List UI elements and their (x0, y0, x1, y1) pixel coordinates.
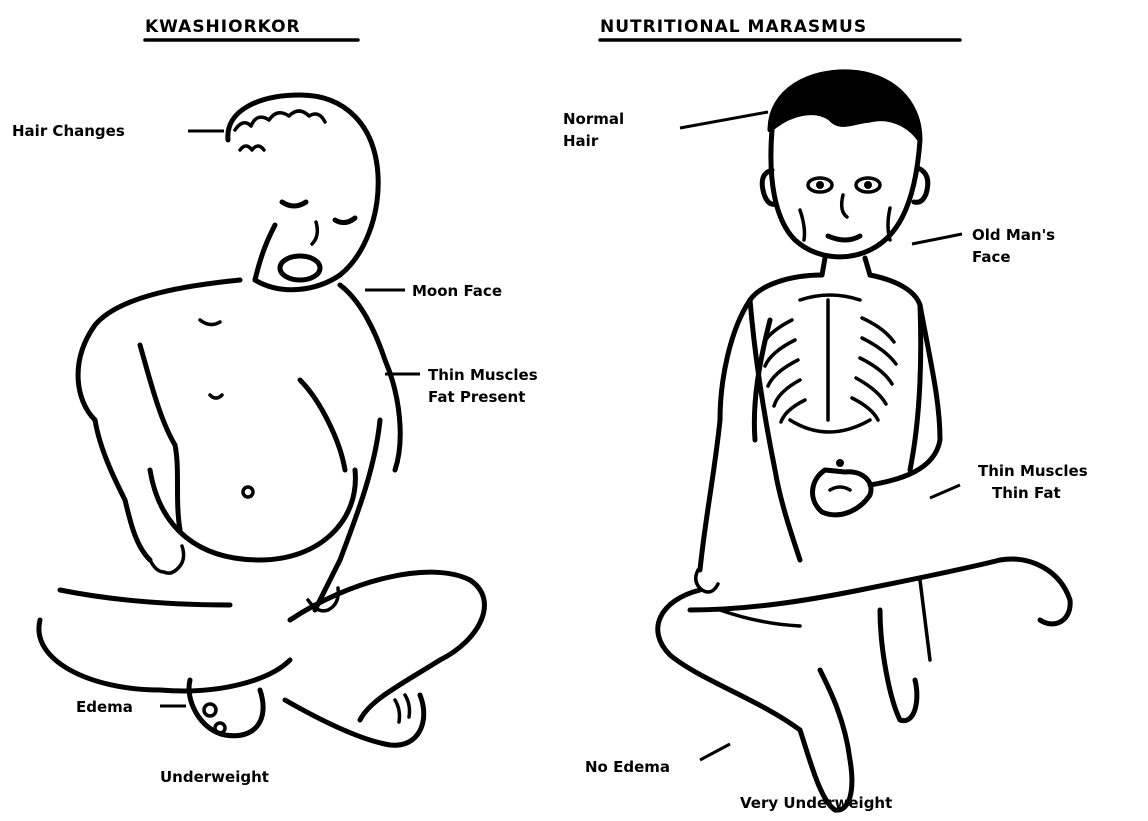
marasmus-child-figure (658, 72, 1070, 810)
normal-hair-pointer (680, 112, 768, 128)
label-face: Face (972, 248, 1011, 266)
label-hair: Hair (563, 132, 599, 150)
label-normal: Normal (563, 110, 624, 128)
old-mans-face-pointer (912, 234, 962, 244)
label-old-mans: Old Man's (972, 226, 1055, 244)
kwashiorkor-child-figure (39, 95, 485, 745)
caption-very-underweight: Very Underweight (740, 794, 892, 812)
label-fat-present: Fat Present (428, 388, 525, 406)
marasmus-panel: NUTRITIONAL MARASMUS (563, 17, 1088, 812)
no-edema-pointer (700, 744, 730, 760)
label-moon-face: Moon Face (412, 282, 502, 300)
thin-muscles-thin-fat-pointer (930, 485, 960, 498)
kwashiorkor-panel: KWASHIORKOR (12, 17, 538, 786)
label-thin-fat: Thin Fat (992, 484, 1061, 502)
marasmus-title: NUTRITIONAL MARASMUS (600, 17, 867, 37)
label-no-edema: No Edema (585, 758, 670, 776)
caption-underweight: Underweight (160, 768, 269, 786)
label-thin-muscles: Thin Muscles (978, 462, 1088, 480)
label-edema: Edema (76, 698, 133, 716)
label-thin-muscles: Thin Muscles (428, 366, 538, 384)
kwashiorkor-title: KWASHIORKOR (145, 17, 301, 37)
label-hair-changes: Hair Changes (12, 122, 125, 140)
